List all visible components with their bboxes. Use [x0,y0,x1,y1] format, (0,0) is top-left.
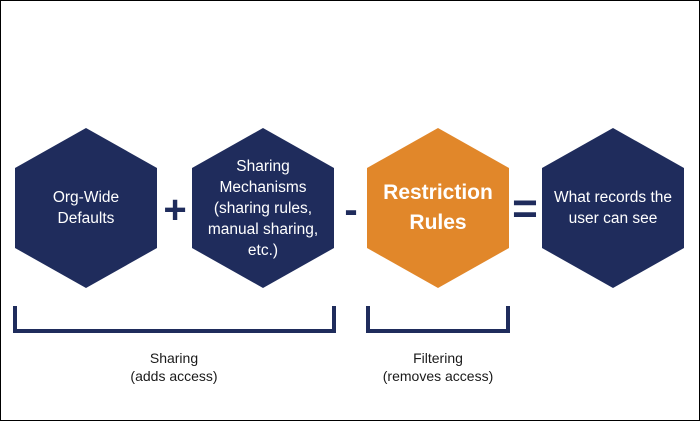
hex-sharing-mechanisms: Sharing Mechanisms (sharing rules, manua… [192,128,334,288]
hexagon-shape [15,128,157,288]
hexagon-shape [542,128,684,288]
plus-operator: + [163,188,187,232]
hexagon-shape [192,128,334,288]
hex-label-line: Sharing [236,157,290,175]
sharing-subtitle: (adds access) [130,368,218,384]
hex-label-line: Mechanisms [219,178,307,196]
hex-result: What records the user can see [542,128,684,288]
hex-label-line: What records the [553,189,673,206]
filtering-bracket [366,306,510,333]
sharing-title: Sharing [149,350,199,366]
filtering-subtitle: (removes access) [382,368,494,384]
hex-restriction-rules: Restriction Rules [367,128,509,288]
equals-operator: = [512,184,538,233]
hex-label-line: Org-Wide [52,189,120,206]
sharing-bracket [13,306,336,333]
hex-label-line: Rules [409,211,467,234]
hex-label-line: Restriction [383,181,493,204]
filtering-title: Filtering [413,350,463,366]
sharing-caption: Sharing (adds access) [74,349,274,385]
hexagon-shape [367,128,509,288]
filtering-caption: Filtering (removes access) [338,349,538,385]
minus-operator: - [344,188,358,232]
hex-label-line: manual sharing, [207,220,319,238]
hex-label-line: Defaults [57,210,115,227]
hex-label-line: user can see [568,210,658,227]
hex-label-line: etc.) [247,241,279,259]
hex-label-line: (sharing rules, [213,199,313,217]
hex-org-wide-defaults: Org-Wide Defaults [15,128,157,288]
